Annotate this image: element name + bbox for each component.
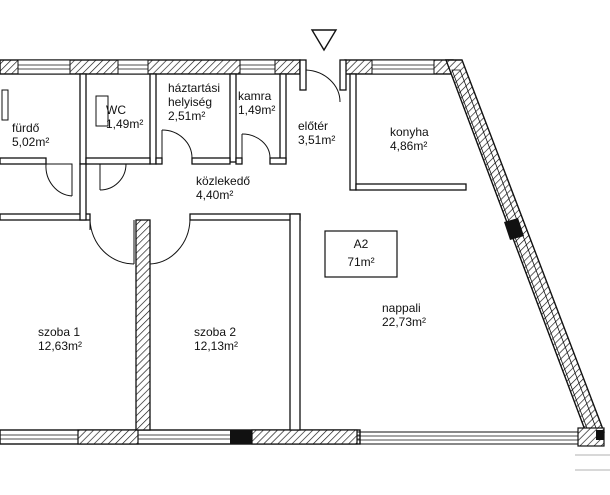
room-label-konyha-0: konyha	[390, 125, 429, 139]
room-labels: fürdő5,02m²WC1,49m²háztartásihelyiség2,5…	[12, 81, 429, 353]
room-label-eloter-1: 3,51m²	[298, 133, 335, 147]
room-label-nappali-1: 22,73m²	[382, 315, 426, 329]
room-label-furdo-0: fürdő	[12, 121, 40, 135]
room-label-furdo-1: 5,02m²	[12, 135, 49, 149]
room-label-eloter-0: előtér	[298, 119, 328, 133]
room-label-szoba1-1: 12,63m²	[38, 339, 82, 353]
room-label-wc-1: 1,49m²	[106, 117, 143, 131]
room-label-szoba2-0: szoba 2	[194, 325, 236, 339]
room-label-szoba1-0: szoba 1	[38, 325, 80, 339]
room-label-kozlekedo-0: közlekedő	[196, 174, 250, 188]
fixtures	[1, 89, 109, 127]
room-label-wc-0: WC	[106, 103, 126, 117]
interior-walls	[0, 59, 467, 431]
toilet-fixture	[95, 95, 109, 127]
room-label-kamra-1: 1,49m²	[238, 103, 275, 117]
apartment-area: 71m²	[347, 255, 374, 269]
door-swings	[45, 69, 341, 265]
room-label-nappali-0: nappali	[382, 301, 421, 315]
apartment-code: A2	[354, 237, 369, 251]
room-label-haztartasi-0: háztartási	[168, 81, 220, 95]
room-label-szoba2-1: 12,13m²	[194, 339, 238, 353]
exterior-walls	[0, 59, 610, 471]
entrance-marker-icon	[310, 29, 338, 52]
bath-fixture	[1, 89, 9, 121]
room-label-haztartasi-2: 2,51m²	[168, 109, 205, 123]
room-label-konyha-1: 4,86m²	[390, 139, 427, 153]
room-label-haztartasi-1: helyiség	[168, 95, 212, 109]
room-label-kamra-0: kamra	[238, 89, 272, 103]
apartment-tag-box	[324, 230, 398, 278]
room-label-kozlekedo-1: 4,40m²	[196, 188, 233, 202]
